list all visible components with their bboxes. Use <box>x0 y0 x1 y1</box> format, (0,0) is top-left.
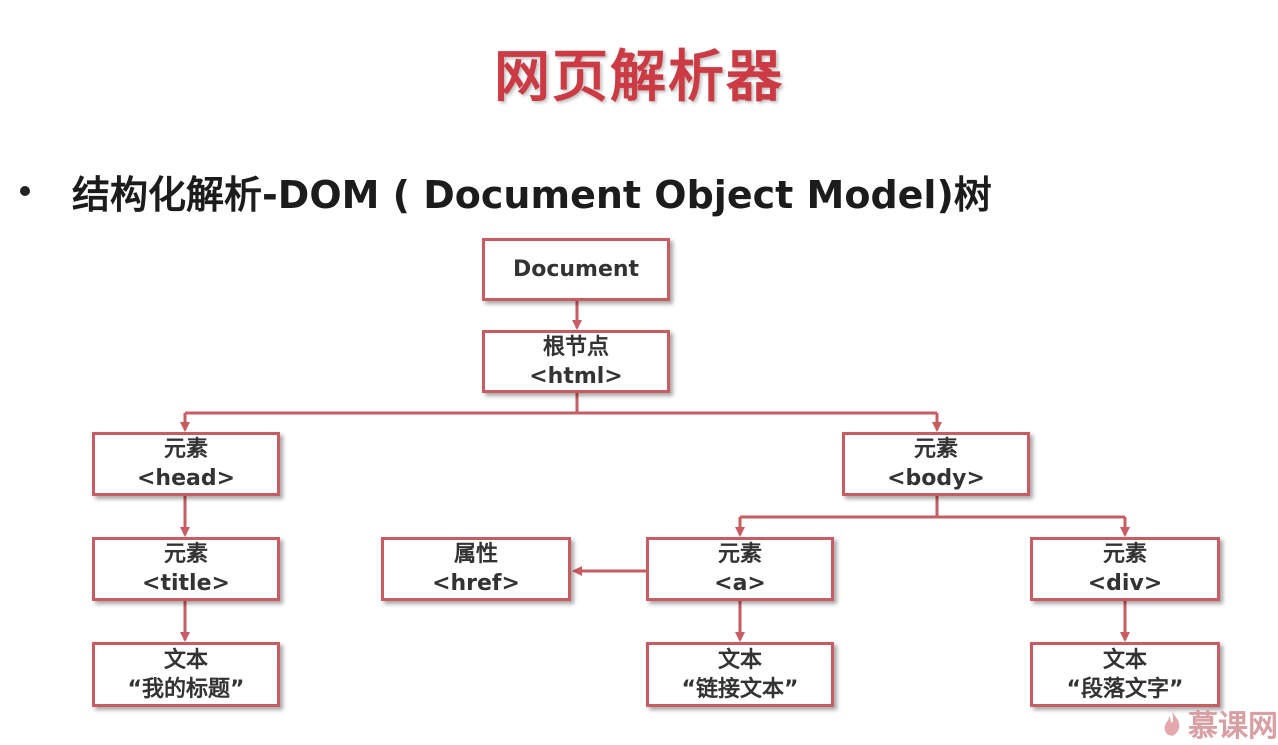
node-a-text-label: 文本 <box>717 647 762 673</box>
node-div-label: 元素 <box>1102 542 1147 567</box>
bullet-dot-icon <box>20 186 30 196</box>
node-head-label: 元素 <box>163 437 208 462</box>
node-href: 属性 <href> <box>381 537 571 601</box>
node-a-text: 文本 “链接文本” <box>646 642 834 707</box>
node-div-text-label: 文本 <box>1102 647 1147 673</box>
bullet-point: 结构化解析-DOM ( Document Object Model)树 <box>12 163 992 219</box>
node-head: 元素 <head> <box>92 432 280 496</box>
node-title-text-value: “我的标题” <box>127 676 245 702</box>
node-html: 根节点 <html> <box>482 330 670 393</box>
node-div: 元素 <div> <box>1030 537 1220 601</box>
node-div-tag: <div> <box>1087 571 1163 596</box>
node-a-label: 元素 <box>717 542 762 567</box>
node-head-tag: <head> <box>136 466 236 491</box>
slide-title: 网页解析器 <box>494 45 784 110</box>
node-div-text: 文本 “段落文字” <box>1030 642 1220 707</box>
watermark-text: 慕课网 <box>1188 709 1278 743</box>
node-body-label: 元素 <box>913 437 958 462</box>
node-a: 元素 <a> <box>646 537 834 601</box>
node-div-text-value: “段落文字” <box>1066 676 1184 702</box>
watermark: 慕课网 <box>1162 703 1278 743</box>
node-title-text: 文本 “我的标题” <box>92 642 280 707</box>
node-html-label: 根节点 <box>542 334 609 360</box>
node-href-label: 属性 <box>453 542 498 567</box>
node-title-tag: <title> <box>142 571 230 596</box>
node-a-text-value: “链接文本” <box>681 676 799 702</box>
node-document-label: Document <box>512 257 640 282</box>
node-html-tag: <html> <box>529 363 623 389</box>
node-document: Document <box>482 238 670 301</box>
node-body-tag: <body> <box>887 466 985 491</box>
node-title-label: 元素 <box>163 542 208 567</box>
node-title-text-label: 文本 <box>163 647 208 673</box>
flame-icon <box>1164 710 1180 736</box>
node-body: 元素 <body> <box>842 432 1030 496</box>
node-title: 元素 <title> <box>92 537 280 601</box>
node-href-tag: <href> <box>432 571 520 596</box>
bullet-text: 结构化解析-DOM ( Document Object Model)树 <box>72 172 992 217</box>
node-a-tag: <a> <box>714 571 766 596</box>
